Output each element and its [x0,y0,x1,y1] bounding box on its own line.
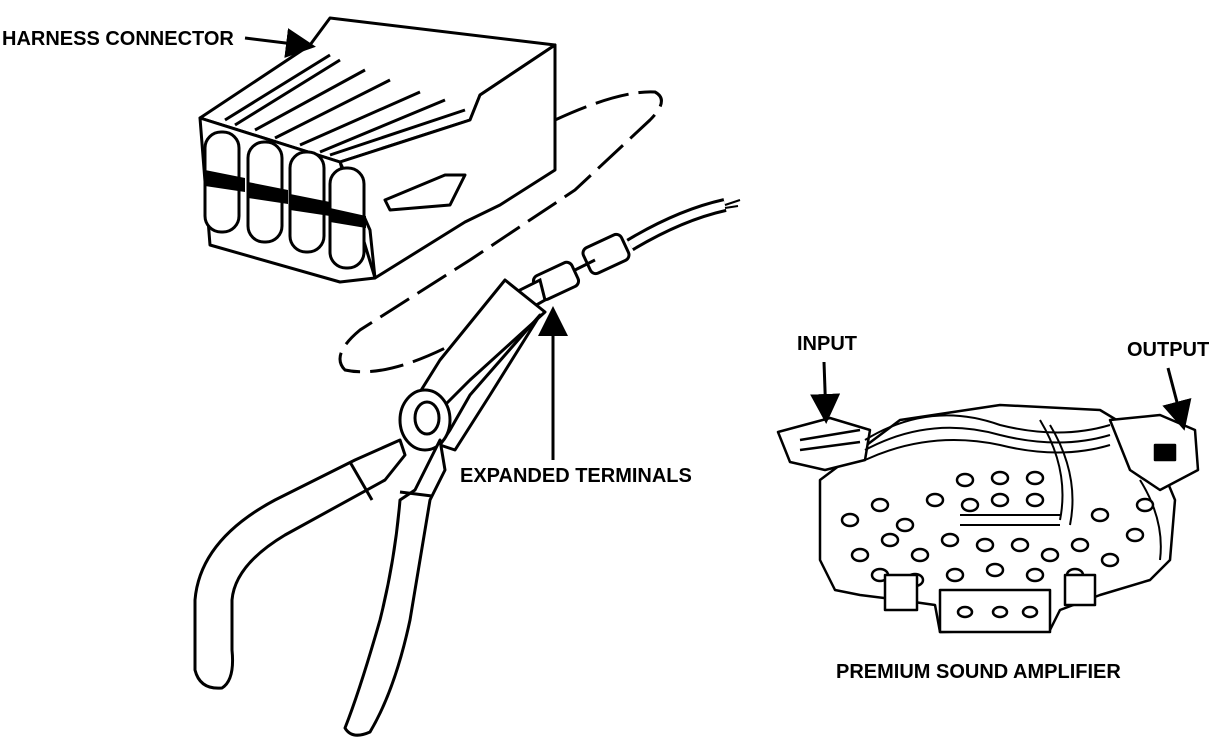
connector-latch [383,173,467,212]
amplifier-brackets [883,573,1097,634]
premium-sound-amplifier [776,403,1200,634]
amplifier-wiring [864,414,1162,561]
connector-side-face [338,43,557,280]
expanded-terminals-label: EXPANDED TERMINALS [460,465,692,487]
harness-connector-arrow [244,28,316,58]
connector-ridges [224,53,466,157]
pliers-handle-right [343,438,447,737]
harness-connector-label: HARNESS CONNECTOR [2,28,234,50]
input-label: INPUT [797,333,857,355]
detail-callout-outline [338,90,663,374]
output-label: OUTPUT [1127,339,1209,361]
harness-connector [198,16,557,284]
input-arrow [810,361,841,424]
wire-crimp [581,232,631,276]
amplifier-input-connector [776,416,872,472]
output-arrow [1162,367,1192,431]
pliers-handle-left [193,438,407,690]
connector-terminal-tabs [205,170,366,228]
needle-nose-pliers [193,278,547,737]
pliers-pivot-screw [413,400,441,436]
amplifier-caption: PREMIUM SOUND AMPLIFIER [836,661,1121,683]
